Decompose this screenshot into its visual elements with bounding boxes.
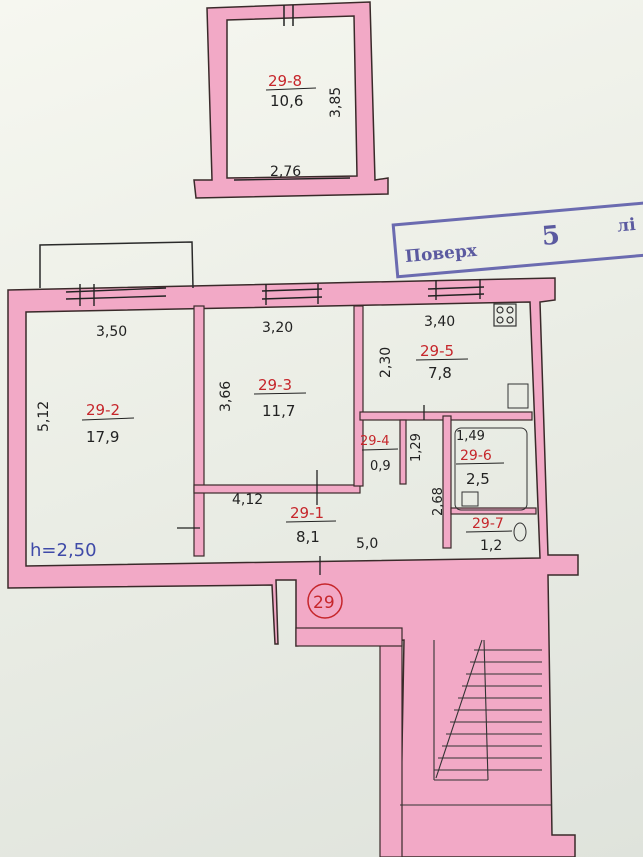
room-29-3-id: 29-3 — [258, 376, 292, 394]
room-29-5-area: 7,8 — [428, 364, 452, 382]
room-29-2-id: 29-2 — [86, 401, 120, 419]
dim-230: 2,30 — [378, 347, 394, 378]
dim-412: 4,12 — [232, 492, 263, 508]
dim-340: 3,40 — [424, 314, 455, 330]
dim-350: 3,50 — [96, 324, 127, 340]
washbasin-icon — [461, 491, 479, 507]
room-29-6-area: 2,5 — [466, 470, 490, 488]
apartment-number: 29 — [307, 583, 343, 619]
dim-512: 5,12 — [36, 401, 52, 432]
dim-149: 1,49 — [456, 429, 485, 444]
stamp-label: Поверх — [404, 241, 478, 267]
room-29-8-area: 10,6 — [270, 92, 303, 110]
room-29-2-area: 17,9 — [86, 428, 119, 446]
apartment-walls — [7, 277, 579, 857]
dim-385: 3,85 — [328, 87, 344, 118]
stamp-suffix: лі — [616, 215, 637, 237]
inner-walls — [193, 305, 537, 557]
bathtub-icon — [454, 427, 528, 511]
toilet-icon — [513, 522, 527, 542]
room-29-3-area: 11,7 — [262, 402, 295, 420]
room-29-1-area: 8,1 — [296, 528, 320, 546]
room-29-5-id: 29-5 — [420, 342, 454, 360]
stove-icon — [493, 303, 517, 327]
room-29-7-id: 29-7 — [472, 516, 504, 532]
windows — [65, 177, 485, 306]
room-29-8-id: 29-8 — [268, 72, 302, 90]
dim-50: 5,0 — [356, 536, 378, 552]
room-29-4-area: 0,9 — [370, 459, 391, 474]
room-29-6-id: 29-6 — [460, 448, 492, 464]
room-29-4-id: 29-4 — [360, 434, 390, 449]
dim-129: 1,29 — [409, 433, 424, 462]
dim-268: 2,68 — [431, 487, 446, 516]
apartment-number-text: 29 — [313, 593, 335, 613]
sink-icon — [507, 383, 529, 409]
room-29-7-area: 1,2 — [480, 538, 502, 554]
dim-366: 3,66 — [218, 381, 234, 412]
room-29-1-id: 29-1 — [290, 504, 324, 522]
room-29-8-walls — [193, 1, 389, 199]
floor-stamp: Поверх 5 лі — [391, 200, 643, 279]
dim-276: 2,76 — [270, 164, 301, 180]
stamp-floor-number: 5 — [541, 221, 562, 252]
dim-320: 3,20 — [262, 320, 293, 336]
ceiling-height: h=2,50 — [30, 540, 97, 561]
staircase — [400, 639, 552, 806]
